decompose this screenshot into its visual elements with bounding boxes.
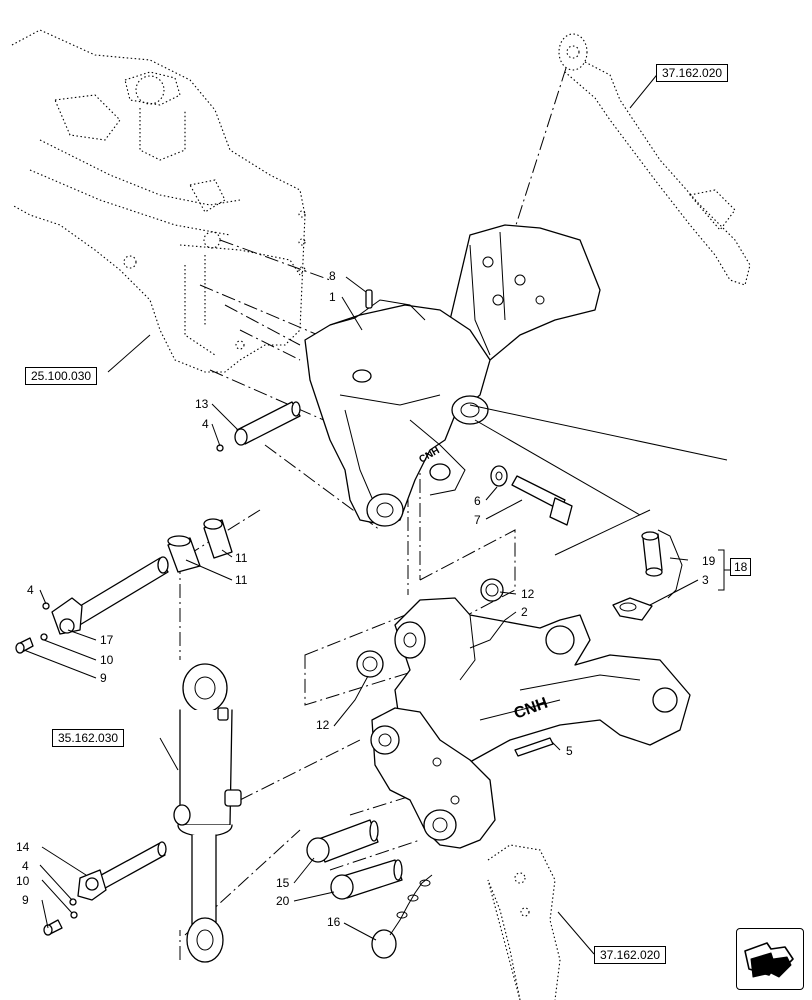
callout-9-upper: 9 xyxy=(100,671,107,685)
callout-box-18: 18 xyxy=(730,558,752,576)
callout-2: 2 xyxy=(521,605,528,619)
callout-14: 14 xyxy=(16,840,30,854)
lower-link-part-2: CNH xyxy=(394,597,691,763)
pin-part-20 xyxy=(330,859,403,900)
pin-part-8 xyxy=(365,289,373,309)
ref-box-top-link[interactable]: 37.162.020 xyxy=(656,64,729,82)
callout-3: 3 xyxy=(702,573,709,587)
bushing-part-13 xyxy=(216,401,301,452)
bushing-part-12a xyxy=(480,578,504,602)
lift-cylinder xyxy=(173,663,242,963)
callout-1: 1 xyxy=(329,290,336,304)
clip-part-3 xyxy=(612,597,653,621)
ref-box-lift-cylinder[interactable]: 35.162.030 xyxy=(52,729,125,747)
top-link-ghost xyxy=(558,33,751,286)
callout-12-upper: 12 xyxy=(521,587,535,601)
callout-19: 19 xyxy=(702,554,716,568)
pin-part-15 xyxy=(306,819,379,863)
next-page-arrow-icon[interactable] xyxy=(736,928,804,990)
callout-leaders xyxy=(23,70,730,955)
pin-part-19 xyxy=(641,529,683,599)
callout-10-lower: 10 xyxy=(16,874,30,888)
bolt-part-7 xyxy=(490,465,573,526)
callout-12-lower: 12 xyxy=(316,718,330,732)
roll-pin-part-5 xyxy=(514,737,554,757)
callout-11-a: 11 xyxy=(235,551,248,565)
callout-8: 8 xyxy=(329,269,336,283)
callout-13: 13 xyxy=(195,397,209,411)
callout-7: 7 xyxy=(474,513,481,527)
callout-9-lower: 9 xyxy=(22,893,29,907)
pin-part-17 xyxy=(15,556,169,654)
ref-box-lower-arm[interactable]: 37.162.020 xyxy=(594,946,667,964)
bushing-part-11a xyxy=(203,518,233,559)
callout-16: 16 xyxy=(327,915,341,929)
callout-4-upper: 4 xyxy=(202,417,209,431)
callout-5: 5 xyxy=(566,744,573,758)
front-axle-frame-ghost xyxy=(11,29,306,373)
callout-11-b: 11 xyxy=(235,573,248,587)
lower-bracket xyxy=(370,707,496,849)
bushing-part-12b xyxy=(356,650,384,678)
lift-bracket-part-1: CNH xyxy=(304,224,601,527)
callout-17: 17 xyxy=(100,633,114,647)
bushing-part-11b xyxy=(167,535,201,573)
callout-6: 6 xyxy=(474,494,481,508)
pin-part-14 xyxy=(43,841,167,936)
arrow-icon xyxy=(744,942,794,978)
callout-15: 15 xyxy=(276,876,290,890)
chain-part-16 xyxy=(371,874,433,959)
callout-10-upper: 10 xyxy=(100,653,114,667)
callout-4-lower: 4 xyxy=(22,859,29,873)
callout-20: 20 xyxy=(276,894,290,908)
lower-arm-ghost xyxy=(487,844,561,1000)
callout-4-left: 4 xyxy=(27,583,34,597)
ref-box-front-frame[interactable]: 25.100.030 xyxy=(25,367,98,385)
